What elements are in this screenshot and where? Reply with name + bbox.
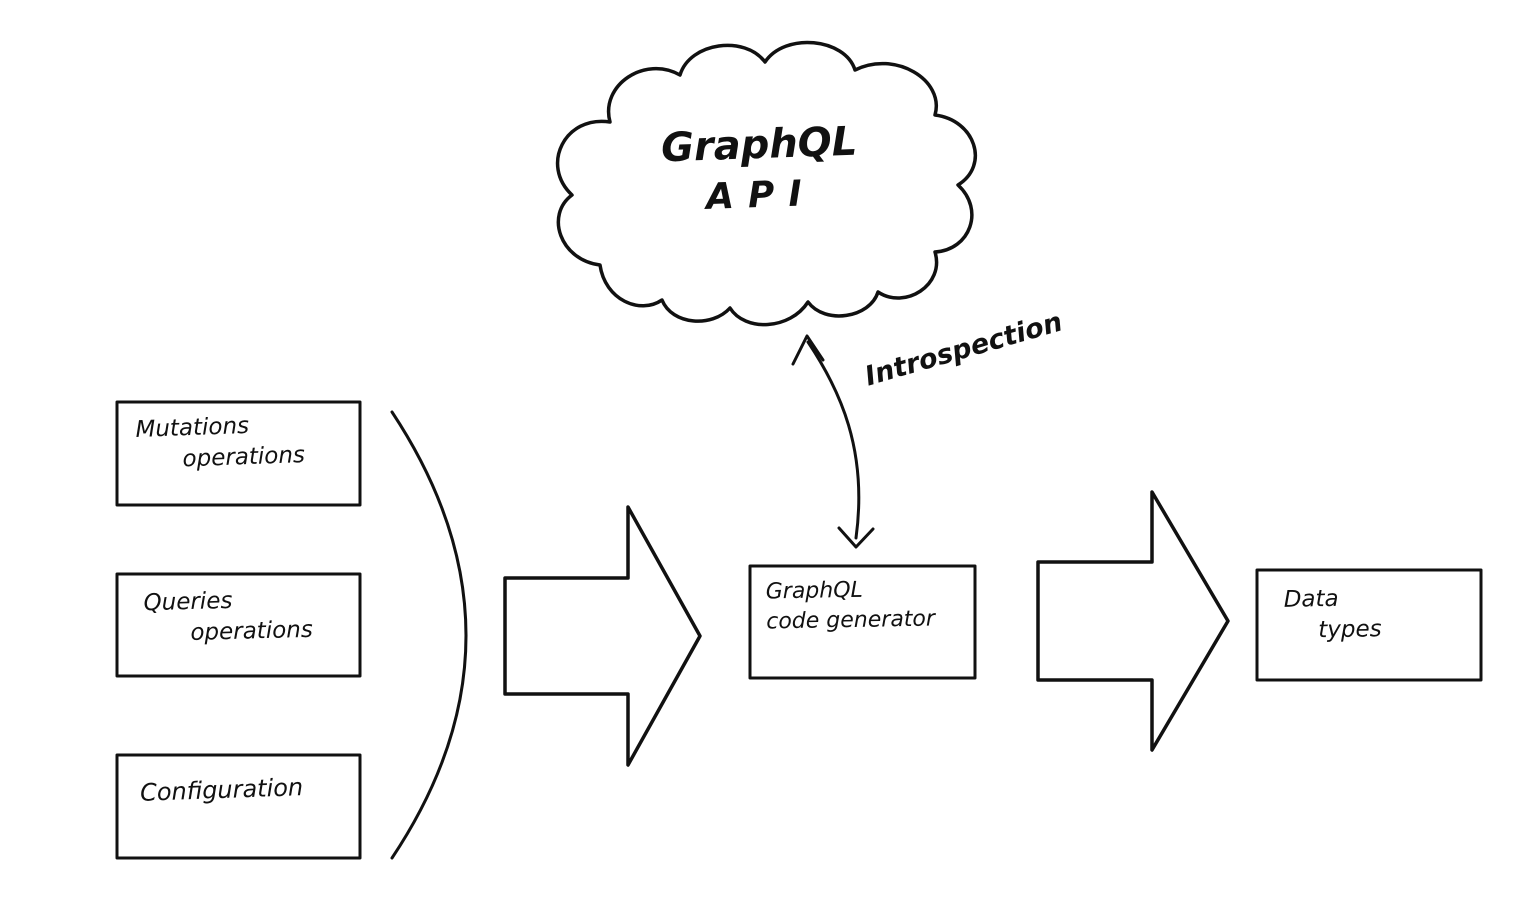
output-box bbox=[1255, 568, 1483, 682]
mutations-box-label: Mutations operations bbox=[135, 409, 305, 477]
block-arrow-right bbox=[1036, 490, 1230, 752]
output-line1: Data bbox=[1283, 585, 1339, 613]
introspection-arrow bbox=[806, 340, 861, 540]
cloud-label-line2: API bbox=[705, 173, 817, 218]
queries-line1: Queries bbox=[143, 587, 233, 617]
generator-line2: code generator bbox=[766, 606, 936, 635]
introspection-arrowhead-top bbox=[791, 334, 825, 366]
queries-line2: operations bbox=[190, 616, 314, 647]
generator-box-label: GraphQL code generator bbox=[765, 575, 936, 637]
configuration-box-label: Configuration bbox=[139, 771, 304, 809]
introspection-arrowhead-bottom bbox=[837, 526, 875, 549]
queries-box-label: Queries operations bbox=[143, 584, 313, 650]
configuration-line1: Configuration bbox=[139, 773, 304, 807]
output-box-label: Data types bbox=[1283, 583, 1382, 647]
generator-box bbox=[748, 564, 977, 680]
cloud-shape bbox=[555, 40, 977, 327]
grouping-brace bbox=[390, 410, 468, 860]
queries-box bbox=[115, 572, 362, 678]
cloud-label: GraphQL API bbox=[613, 113, 906, 226]
mutations-line2: operations bbox=[182, 442, 306, 473]
mutations-box bbox=[115, 400, 362, 507]
configuration-box bbox=[115, 753, 362, 860]
output-line2: types bbox=[1318, 616, 1382, 644]
block-arrow-left bbox=[503, 505, 702, 767]
generator-line1: GraphQL bbox=[765, 577, 864, 605]
